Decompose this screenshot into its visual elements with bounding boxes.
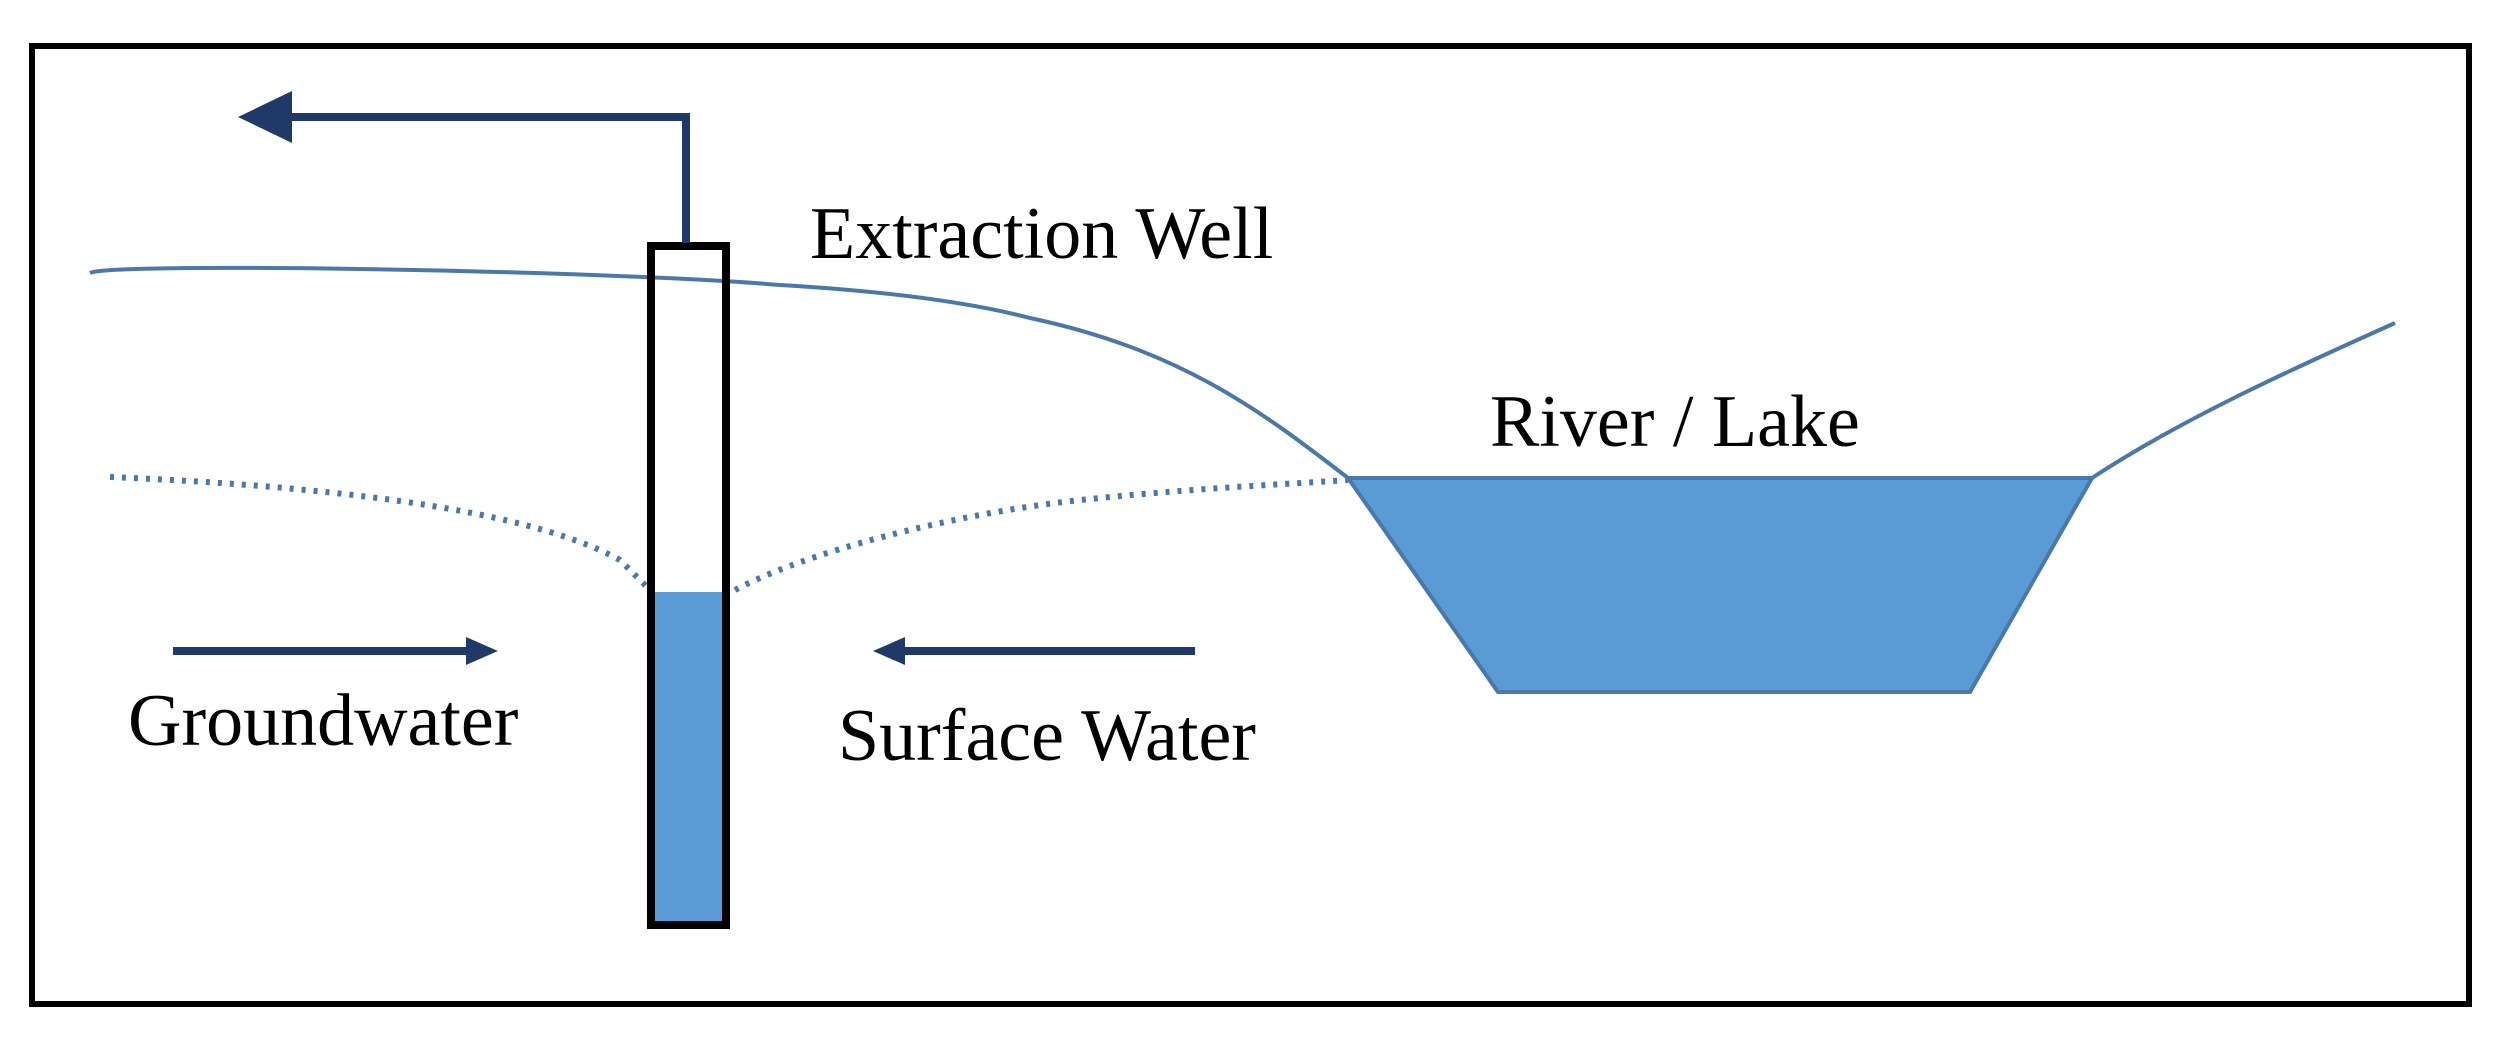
groundwater-label: Groundwater <box>128 680 518 762</box>
extraction-pipe-arrow <box>290 113 690 243</box>
river-lake-label: River / Lake <box>1490 381 1860 463</box>
extraction-arrowhead <box>238 91 292 143</box>
river-lake-water <box>1344 476 2096 694</box>
surface-water-arrowhead <box>873 637 905 665</box>
diagram-frame <box>29 43 2472 1007</box>
surface-water-label: Surface Water <box>838 695 1256 777</box>
water-table-left-dotted <box>109 474 653 593</box>
ground-surface-line <box>89 265 1350 480</box>
extraction-well-casing <box>647 242 730 929</box>
extraction-well-label: Extraction Well <box>810 193 1273 275</box>
water-table-right-dotted <box>733 477 1349 593</box>
well-water-fill <box>651 592 726 925</box>
right-bank-line <box>2090 321 2396 480</box>
groundwater-arrowhead <box>466 637 498 665</box>
